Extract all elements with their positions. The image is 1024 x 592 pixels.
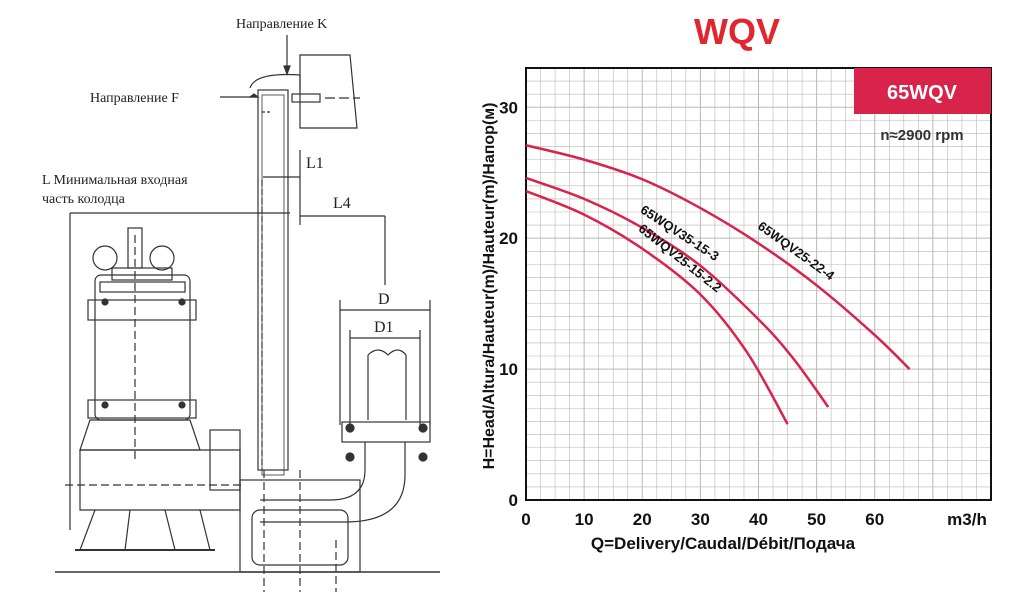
l4-dimension-label: L4 bbox=[333, 195, 351, 212]
direction-k-label: Направление K bbox=[236, 17, 327, 32]
curve-65WQV25-22-4 bbox=[525, 144, 911, 370]
pump-installation-drawing: Направление K Направление F L Минимальна… bbox=[42, 17, 440, 592]
y-tick-label: 30 bbox=[499, 98, 518, 117]
min-inlet-label-line2: часть колодца bbox=[42, 192, 126, 207]
d1-dimension-label: D1 bbox=[374, 319, 394, 336]
x-tick-label: 0 bbox=[521, 510, 530, 529]
y-axis-label: H=Head/Altura/Hauteur(m)/Hauteur(m)/Напо… bbox=[481, 103, 498, 470]
chart-grid bbox=[525, 67, 992, 501]
plot-frame bbox=[525, 67, 992, 501]
drawing-lines bbox=[55, 35, 440, 592]
chart-ticks: 0 10 20 30 40 50 60 0 10 20 30 bbox=[499, 98, 884, 529]
x-tick-label: 40 bbox=[749, 510, 768, 529]
model-badge-text: 65WQV bbox=[887, 82, 958, 104]
x-tick-label: 30 bbox=[691, 510, 710, 529]
curve-65WQV35-15-3 bbox=[525, 176, 830, 408]
x-axis-label: Q=Delivery/Caudal/Débit/Подача bbox=[591, 534, 856, 553]
x-tick-label: 50 bbox=[807, 510, 826, 529]
min-inlet-label-line1: L Минимальная входная bbox=[42, 173, 188, 188]
direction-f-label: Направление F bbox=[90, 91, 179, 106]
x-axis-unit: m3/h bbox=[947, 510, 987, 529]
y-tick-label: 20 bbox=[499, 229, 518, 248]
y-tick-label: 0 bbox=[509, 491, 518, 510]
model-badge bbox=[854, 68, 991, 114]
l1-dimension-label: L1 bbox=[306, 155, 324, 172]
chart-title: WQV bbox=[694, 11, 780, 52]
speed-note: n≈2900 rpm bbox=[880, 127, 963, 144]
x-tick-label: 60 bbox=[865, 510, 884, 529]
x-tick-label: 10 bbox=[575, 510, 594, 529]
y-tick-label: 10 bbox=[499, 360, 518, 379]
performance-chart: WQV 65WQV25-22-465WQV35-15-365WQV25-15-2… bbox=[481, 11, 992, 553]
d-dimension-label: D bbox=[378, 291, 390, 308]
curve-65WQV25-15-2.2 bbox=[525, 189, 789, 425]
x-tick-label: 20 bbox=[633, 510, 652, 529]
